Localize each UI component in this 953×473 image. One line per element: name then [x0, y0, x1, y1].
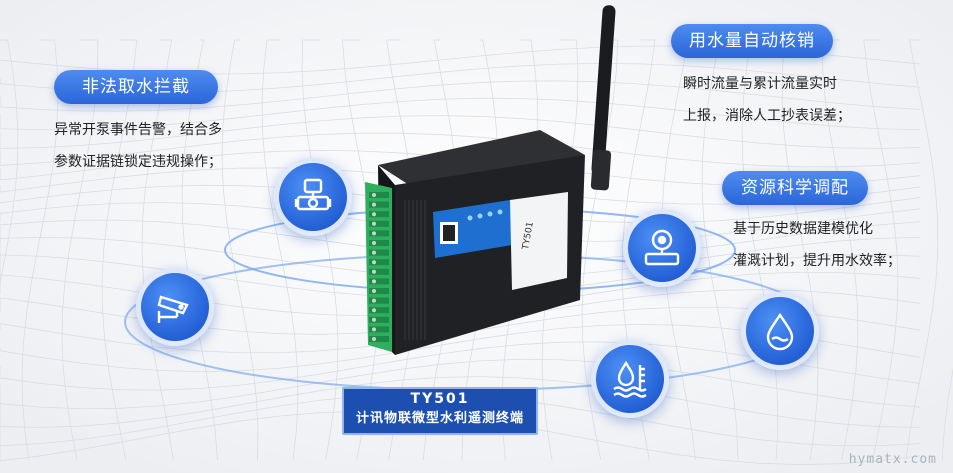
watermark: hymatx.com [848, 452, 937, 467]
desc-line: 基于历史数据建模优化 [733, 221, 873, 237]
feature-desc-illegal-intake: 异常开泵事件告警，结合多 参数证据链锁定违规操作； [54, 114, 222, 178]
feature-title-auto-verification: 用水量自动核销 [671, 24, 833, 58]
cctv-camera-icon [136, 268, 214, 346]
product-model: TY501 [410, 391, 470, 407]
flow-meter-icon [623, 209, 701, 287]
water-level-icon [591, 340, 669, 418]
desc-line: 瞬时流量与累计流量实时 [683, 76, 837, 92]
feature-desc-resource-allocation: 基于历史数据建模优化 灌溉计划，提升用水效率； [733, 213, 901, 277]
device-label-model: TY501 [521, 221, 536, 251]
feature-desc-auto-verification: 瞬时流量与累计流量实时 上报，消除人工抄表误差； [683, 68, 851, 132]
feature-title-resource-allocation: 资源科学调配 [722, 171, 868, 205]
desc-line: 上报，消除人工抄表误差； [683, 108, 851, 124]
desc-line: 灌溉计划，提升用水效率； [733, 253, 901, 269]
antenna [591, 5, 616, 175]
desc-line: 参数证据链锁定违规操作； [54, 154, 222, 170]
water-drop-icon [741, 292, 819, 370]
product-subtitle: 计讯物联微型水利遥测终端 [355, 411, 524, 426]
desc-line: 异常开泵事件告警，结合多 [54, 122, 222, 138]
feature-title-illegal-intake: 非法取水拦截 [54, 70, 218, 104]
water-meter-icon [274, 158, 352, 236]
product-model-box: TY501 计讯物联微型水利遥测终端 [342, 387, 538, 435]
